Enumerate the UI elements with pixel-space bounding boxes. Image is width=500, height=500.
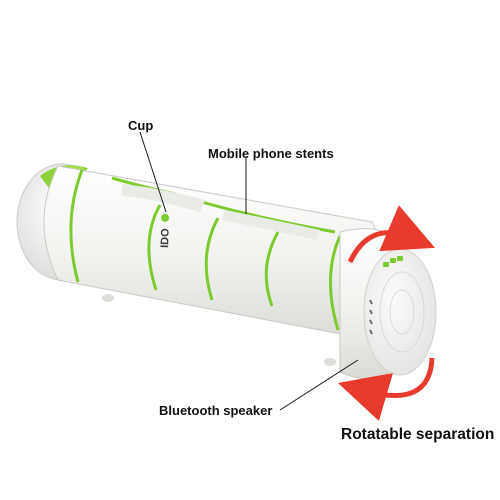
cylinder-body: IDO bbox=[43, 165, 383, 366]
brand-logo: IDO bbox=[159, 213, 172, 248]
svg-text:IDO: IDO bbox=[159, 228, 172, 248]
rotation-arrow-bottom bbox=[338, 357, 435, 422]
bluetooth-speaker-end bbox=[339, 228, 437, 380]
cup-label: Cup bbox=[128, 118, 154, 133]
rotation-arrows bbox=[338, 205, 435, 422]
rotation-arrow-top bbox=[347, 205, 435, 264]
callout-leader-lines bbox=[139, 131, 359, 411]
bluetooth-speaker-label: Bluetooth speaker bbox=[159, 403, 273, 418]
mobile-phone-stents-label: Mobile phone stents bbox=[208, 146, 334, 161]
rotatable-separation-label: Rotatable separation bbox=[341, 426, 495, 443]
